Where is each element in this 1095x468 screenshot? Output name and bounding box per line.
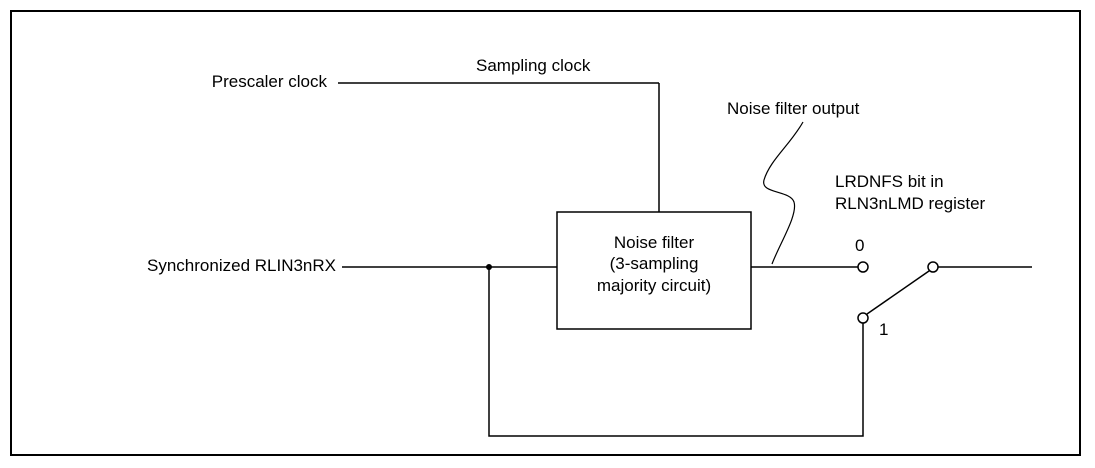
noise-filter-subtitle-2: majority circuit)	[596, 275, 712, 295]
rx-signal-label: Synchronized RLIN3nRX	[147, 256, 336, 275]
noise-filter-title: Noise filter	[613, 233, 695, 252]
switch-lever	[866, 270, 930, 315]
diagram-frame	[10, 10, 1081, 456]
noise-filter-label: Noise filter (3-sampling majority circui…	[557, 232, 751, 296]
switch-position-1-label: 1	[879, 320, 889, 339]
bypass-path	[488, 267, 864, 437]
switch-common-terminal	[927, 261, 939, 273]
noise-filter-box	[556, 211, 752, 330]
noise-filter-output-leader	[763, 121, 804, 265]
noise-filter-subtitle-1: (3-sampling	[609, 254, 699, 274]
switch-terminal-1	[857, 312, 869, 324]
noise-filter-output-label: Noise filter output	[727, 99, 860, 118]
selector-bit-label-line2: RLN3nLMD register	[835, 194, 986, 213]
switch-position-0-label: 0	[855, 236, 865, 255]
switch-terminal-0	[857, 261, 869, 273]
selector-bit-label-line1: LRDNFS bit in	[835, 172, 944, 191]
sampling-clock-label: Sampling clock	[476, 56, 591, 75]
prescaler-clock-label: Prescaler clock	[211, 72, 327, 91]
